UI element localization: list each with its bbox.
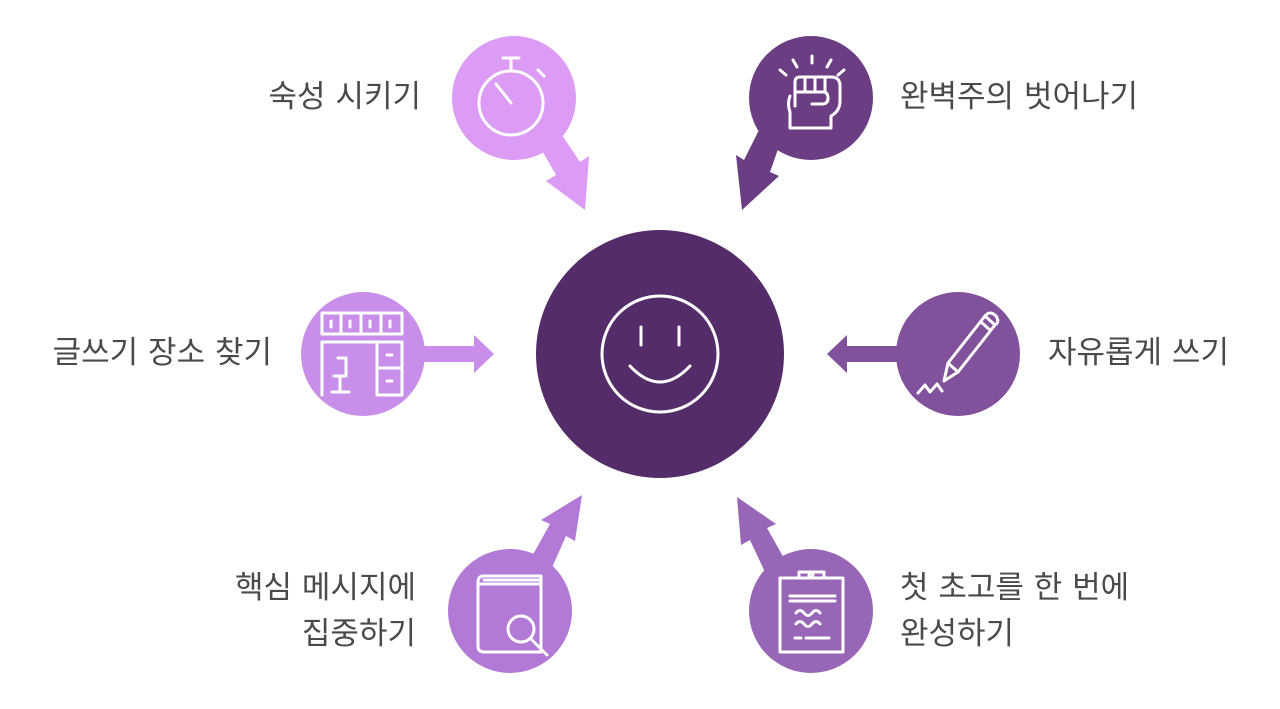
center-node (536, 230, 784, 478)
node-middle-left (301, 292, 425, 416)
smiley-face-icon (600, 294, 720, 414)
label-middle-right: 자유롭게 쓰기 (1048, 335, 1229, 371)
arrow-middle-right (827, 335, 915, 373)
node-top-right (749, 36, 873, 160)
node-top-left (452, 36, 576, 160)
node-bottom-left (448, 549, 572, 673)
node-bottom-right (749, 549, 873, 673)
node-middle-right (896, 292, 1020, 416)
office-desk-icon (320, 311, 404, 397)
clipboard-notes-icon (778, 570, 845, 654)
label-top-right: 완벽주의 벗어나기 (900, 79, 1139, 115)
arrow-bottom-left (530, 495, 582, 572)
arrow-bottom-right (737, 497, 785, 572)
label-middle-left: 글쓰기 장소 찾기 (52, 335, 272, 371)
label-top-left: 숙성 시키기 (268, 79, 421, 115)
stopwatch-icon (477, 56, 546, 137)
label-bottom-left: 핵심 메시지에 집중하기 (235, 570, 416, 652)
raised-fist-icon (778, 54, 846, 130)
arrow-middle-left (410, 335, 494, 373)
pen-writing-icon (916, 311, 1000, 395)
book-search-icon (476, 574, 549, 657)
label-bottom-right: 첫 초고를 한 번에 완성하기 (900, 570, 1130, 652)
